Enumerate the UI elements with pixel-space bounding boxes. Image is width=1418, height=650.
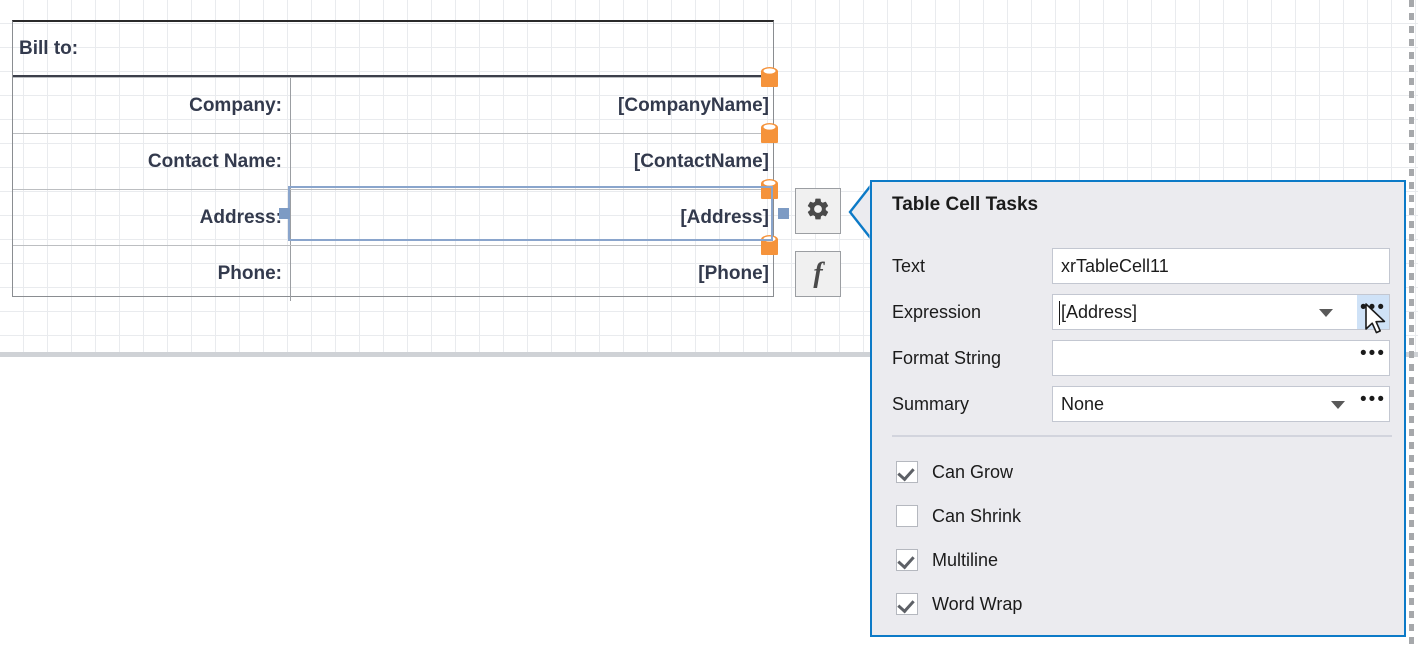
- summary-combobox[interactable]: None •••: [1052, 386, 1390, 422]
- table-row[interactable]: Company: [CompanyName]: [13, 67, 778, 133]
- cell-label-address[interactable]: Address:: [13, 190, 290, 245]
- label-text: Address:: [199, 206, 282, 228]
- field-label-summary: Summary: [892, 393, 970, 414]
- label-text: Company:: [189, 94, 282, 116]
- field-label-text: Text: [892, 255, 926, 276]
- cell-label-phone[interactable]: Phone:: [13, 246, 290, 301]
- format-string-input[interactable]: •••: [1052, 340, 1390, 376]
- checkbox-row-can-grow[interactable]: Can Grow: [896, 457, 1013, 487]
- gear-icon: [805, 196, 831, 227]
- table-row[interactable]: Contact Name: [ContactName]: [13, 123, 778, 189]
- summary-ellipsis-button[interactable]: •••: [1360, 389, 1386, 410]
- report-design-surface[interactable]: [0, 0, 1418, 352]
- checkbox-can-grow[interactable]: [896, 461, 918, 483]
- expression-value: [Address]: [1061, 301, 1138, 322]
- selection-handle-right[interactable]: [778, 208, 789, 219]
- checkbox-label-multiline: Multiline: [932, 549, 999, 570]
- expression-ellipsis-button[interactable]: •••: [1357, 295, 1389, 329]
- expression-combobox[interactable]: [Address] •••: [1052, 294, 1390, 330]
- text-input[interactable]: xrTableCell11: [1052, 248, 1390, 284]
- expression-editor-button[interactable]: f: [795, 251, 841, 297]
- label-text: Phone:: [217, 262, 282, 284]
- cell-value-contact-name[interactable]: [ContactName]: [290, 123, 778, 189]
- cell-label-contact-name[interactable]: Contact Name:: [13, 134, 290, 189]
- checkbox-row-multiline[interactable]: Multiline: [896, 545, 998, 575]
- report-table[interactable]: Bill to: Company: [CompanyName] C: [12, 20, 778, 301]
- table-cell-tasks-panel[interactable]: Table Cell Tasks Text xrTableCell11 Expr…: [870, 180, 1406, 637]
- field-label-expression: Expression: [892, 301, 982, 322]
- text-input-value: xrTableCell11: [1061, 255, 1169, 276]
- value-text: [CompanyName]: [618, 94, 769, 116]
- dashed-guide-line: [1409, 0, 1414, 650]
- label-text: Contact Name:: [147, 150, 282, 172]
- table-row-header[interactable]: Bill to:: [13, 22, 773, 77]
- checkbox-row-can-shrink[interactable]: Can Shrink: [896, 501, 1021, 531]
- bill-to-cell[interactable]: Bill to:: [13, 22, 773, 75]
- field-row-expression: Expression [Address] •••: [892, 294, 1390, 330]
- checkbox-label-can-shrink: Can Shrink: [932, 505, 1022, 526]
- table-row[interactable]: Address: [Address]: [13, 179, 778, 245]
- table-row[interactable]: Phone: [Phone]: [13, 235, 778, 301]
- value-text: [ContactName]: [633, 150, 769, 172]
- cell-value-address-selected[interactable]: [Address]: [290, 179, 778, 245]
- value-text: [Address]: [680, 206, 769, 228]
- band-separator: [0, 352, 1418, 357]
- smart-tag-gear-button[interactable]: [795, 188, 841, 234]
- chevron-down-icon[interactable]: [1319, 309, 1333, 317]
- cell-value-phone[interactable]: [Phone]: [290, 235, 778, 301]
- cell-label-company[interactable]: Company:: [13, 78, 290, 133]
- value-text: [Phone]: [698, 262, 769, 284]
- format-string-ellipsis-button[interactable]: •••: [1360, 343, 1386, 364]
- function-icon: f: [813, 258, 823, 289]
- text-caret: [1059, 301, 1060, 325]
- field-row-summary: Summary None •••: [892, 386, 1390, 422]
- checkbox-multiline[interactable]: [896, 549, 918, 571]
- field-label-format-string: Format String: [892, 347, 1002, 368]
- field-row-text: Text xrTableCell11: [892, 248, 1390, 284]
- checkbox-label-word-wrap: Word Wrap: [932, 593, 1023, 614]
- panel-title: Table Cell Tasks: [892, 194, 1039, 215]
- cell-value-company[interactable]: [CompanyName]: [290, 67, 778, 133]
- checkbox-can-shrink[interactable]: [896, 505, 918, 527]
- panel-divider: [892, 435, 1392, 437]
- checkbox-row-word-wrap[interactable]: Word Wrap: [896, 589, 1022, 619]
- summary-value: None: [1061, 393, 1105, 414]
- checkbox-label-can-grow: Can Grow: [932, 461, 1014, 482]
- selection-handle-left[interactable]: [279, 208, 290, 219]
- bill-to-label: Bill to:: [19, 37, 79, 59]
- checkbox-word-wrap[interactable]: [896, 593, 918, 615]
- chevron-down-icon[interactable]: [1331, 401, 1345, 409]
- field-row-format-string: Format String •••: [892, 340, 1390, 376]
